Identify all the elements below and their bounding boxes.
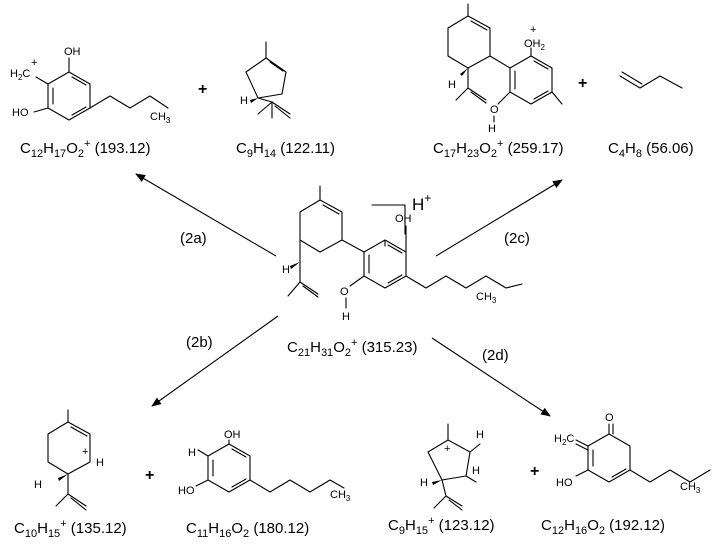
svg-text:+: +: [530, 24, 536, 36]
oh-top-label: OH: [395, 213, 412, 225]
plus-2a: +: [198, 81, 207, 98]
arrow-2c: [435, 179, 563, 257]
formula-2b-1: C10H15+ (135.12): [14, 518, 127, 540]
svg-text:HO: HO: [178, 485, 195, 497]
svg-text:H: H: [448, 79, 456, 91]
svg-text:O: O: [490, 104, 499, 116]
svg-text:H2C: H2C: [554, 433, 574, 447]
svg-text:H: H: [96, 457, 104, 469]
svg-text:H: H: [240, 95, 248, 107]
product-2d-cation: + H H H: [420, 423, 484, 511]
svg-text:+: +: [444, 443, 450, 455]
svg-text:H: H: [34, 479, 42, 491]
central-molecule: H OH O H CH3 H+: [282, 185, 523, 323]
svg-text:CH3: CH3: [680, 481, 701, 495]
formula-2c-1: C17H23O2+ (259.17): [433, 138, 563, 160]
ch3-label: CH3: [476, 291, 497, 305]
formula-2d-1: C9H15+ (123.12): [388, 515, 495, 537]
svg-text:H: H: [476, 429, 484, 441]
stereo-h: H: [282, 264, 290, 276]
svg-text:CH3: CH3: [150, 111, 171, 125]
product-2d-quinone-methide: O H2C HO CH3: [554, 412, 711, 495]
svg-text:H: H: [472, 465, 480, 477]
svg-text:H: H: [488, 123, 496, 135]
product-2b-cation: H + H: [34, 409, 104, 511]
plus-2b: +: [145, 467, 154, 484]
product-2a-aromatic-cation: OH H2C + HO CH3: [10, 46, 171, 125]
product-2c-cation: H OH2 + O H: [447, 3, 563, 135]
arrow-2a: [135, 173, 277, 257]
formula-2c-2: C4H8 (56.06): [608, 140, 694, 160]
label-2a: (2a): [180, 230, 207, 247]
svg-text:H: H: [188, 447, 196, 459]
svg-text:HO: HO: [12, 107, 29, 119]
svg-text:HO: HO: [556, 477, 573, 489]
arrow-2b: [151, 315, 279, 407]
svg-text:H2C: H2C: [10, 68, 30, 82]
svg-text:OH: OH: [224, 429, 241, 441]
svg-text:H: H: [420, 477, 428, 489]
formula-2a-2: C9H14 (122.11): [236, 140, 335, 160]
label-2b: (2b): [186, 334, 213, 351]
formula-2d-2: C12H16O2 (192.12): [541, 517, 665, 537]
o-bottom-label: O: [340, 286, 349, 298]
plus-2c: +: [578, 75, 587, 92]
svg-text:OH: OH: [64, 46, 81, 58]
svg-text:OH2: OH2: [524, 38, 546, 52]
formula-2b-2: C11H16O2 (180.12): [186, 520, 309, 540]
product-2a-terpene: H: [240, 41, 291, 119]
svg-text:+: +: [31, 57, 37, 69]
central-formula: C21H31O2+ (315.23): [287, 337, 417, 359]
h-bottom-label: H: [342, 311, 350, 323]
product-2b-olivetol: OH H HO CH3: [178, 429, 351, 503]
formula-2a-1: C12H17O2+ (193.12): [20, 138, 150, 160]
svg-text:+: +: [82, 446, 88, 458]
label-2c: (2c): [504, 230, 530, 247]
svg-text:CH3: CH3: [330, 489, 351, 503]
product-2c-butene: [619, 71, 683, 89]
acid-h-plus: H+: [412, 191, 431, 214]
svg-text:O: O: [605, 412, 614, 424]
plus-2d: +: [530, 463, 539, 480]
label-2d: (2d): [482, 347, 509, 364]
arrow-2d: [431, 337, 551, 417]
